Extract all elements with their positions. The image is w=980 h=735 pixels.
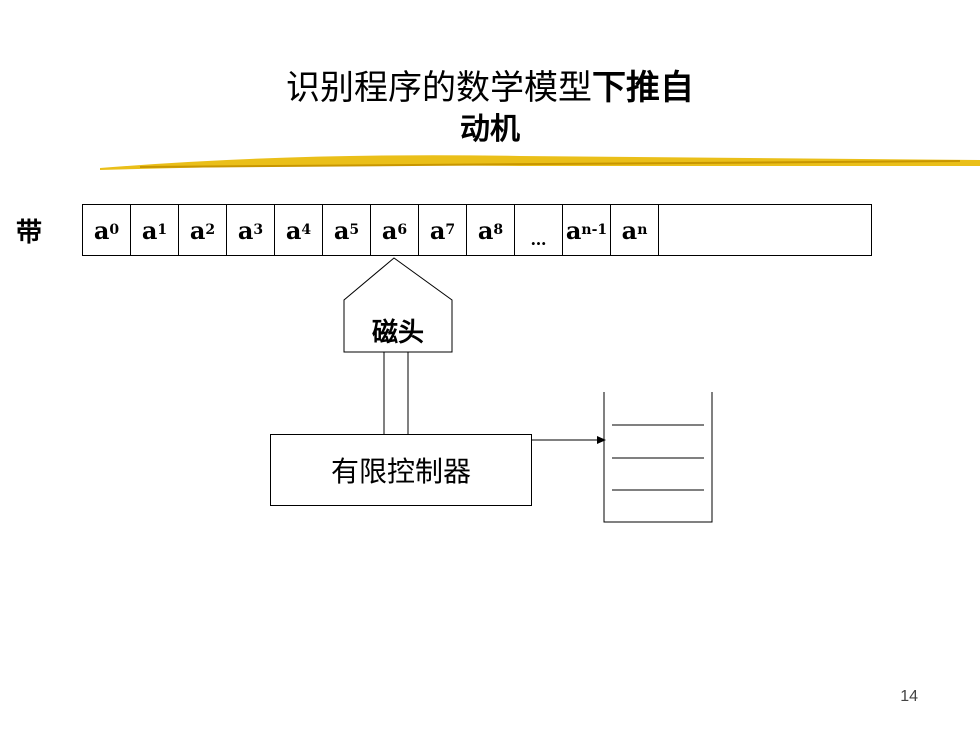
page-number: 14	[900, 688, 918, 705]
decorative-rule	[100, 155, 980, 170]
cell-subscript: n-1	[581, 222, 608, 238]
cell-subscript: 5	[349, 222, 360, 238]
title-line2: 动机	[460, 112, 520, 147]
cell-symbol: a	[429, 215, 446, 245]
slide-title: 识别程序的数学模型下推自 动机	[0, 68, 980, 150]
controller-label: 有限控制器	[330, 455, 471, 488]
tape-cell: …	[515, 205, 563, 255]
cell-subscript: 4	[301, 222, 312, 238]
cell-subscript: 2	[205, 222, 216, 238]
cell-symbol: a	[189, 215, 206, 245]
cell-symbol: …	[530, 230, 547, 249]
tape-label: 带	[16, 218, 43, 248]
cell-subscript: n	[637, 222, 648, 238]
cell-symbol: a	[141, 215, 158, 245]
cell-symbol: a	[477, 215, 494, 245]
cell-subscript: 6	[397, 222, 408, 238]
cell-symbol: a	[621, 215, 638, 245]
cell-subscript: 0	[109, 222, 120, 238]
title-bold: 下推自	[592, 68, 694, 108]
cell-subscript: 3	[253, 222, 264, 238]
cell-symbol: a	[333, 215, 350, 245]
finite-controller: 有限控制器	[270, 434, 532, 506]
cell-symbol: a	[93, 215, 110, 245]
cell-symbol: a	[237, 215, 254, 245]
cell-subscript: 1	[157, 222, 168, 238]
cell-symbol: a	[381, 215, 398, 245]
stack-outline	[603, 392, 713, 523]
head-label: 磁头	[371, 318, 424, 348]
cell-subscript: 8	[493, 222, 504, 238]
cell-subscript: 7	[445, 222, 456, 238]
cell-symbol: a	[285, 215, 302, 245]
head-shape	[343, 257, 453, 353]
cell-symbol: a	[565, 215, 582, 245]
arrow-head	[597, 436, 606, 444]
title-regular: 识别程序的数学模型	[286, 68, 592, 108]
